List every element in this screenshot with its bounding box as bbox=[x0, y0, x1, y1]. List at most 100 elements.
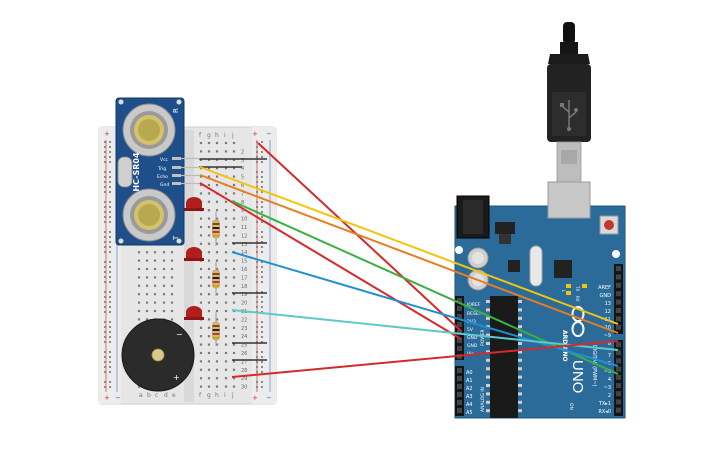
rail-hole bbox=[261, 321, 263, 323]
analog-label-a5: A5 bbox=[466, 410, 473, 416]
rail-hole bbox=[109, 276, 111, 278]
breadboard-hole bbox=[162, 259, 166, 262]
breadboard-hole bbox=[153, 259, 157, 262]
breadboard-hole bbox=[207, 326, 211, 329]
rail-hole bbox=[256, 341, 258, 343]
breadboard-hole bbox=[207, 284, 211, 287]
header-pin[interactable] bbox=[616, 308, 621, 313]
row-number: 5 bbox=[241, 175, 244, 181]
breadboard-hole bbox=[199, 276, 203, 279]
digital-label-7: 7 bbox=[608, 353, 611, 359]
rail-hole bbox=[256, 206, 258, 208]
breadboard-hole bbox=[207, 251, 211, 254]
breadboard-hole bbox=[170, 293, 174, 296]
header-pin[interactable] bbox=[457, 346, 462, 351]
power-label-gnd1: GND bbox=[467, 335, 478, 341]
header-pin[interactable] bbox=[616, 358, 621, 364]
rail-hole bbox=[104, 181, 106, 183]
breadboard-hole bbox=[224, 225, 228, 229]
header-pin[interactable] bbox=[457, 314, 462, 319]
header-pin[interactable] bbox=[457, 368, 462, 373]
breadboard-hole bbox=[145, 301, 149, 304]
breadboard-hole bbox=[170, 267, 174, 271]
rail-hole bbox=[104, 366, 106, 368]
rail-hole bbox=[104, 266, 106, 268]
rail-hole bbox=[109, 156, 111, 158]
header-pin[interactable] bbox=[457, 298, 462, 303]
power-label-gnd2: GND bbox=[467, 343, 478, 349]
breadboard-hole bbox=[162, 276, 166, 279]
breadboard-hole bbox=[153, 301, 157, 304]
header-pin[interactable] bbox=[616, 383, 621, 388]
chip-pin bbox=[518, 300, 522, 303]
header-pin[interactable] bbox=[616, 299, 621, 305]
breadboard-hole bbox=[207, 293, 211, 296]
breadboard-hole bbox=[170, 309, 174, 313]
digital-label-0: RX◂0 bbox=[598, 409, 611, 415]
header-pin[interactable] bbox=[457, 400, 462, 405]
usb-cable-cord bbox=[563, 22, 575, 44]
breadboard-hole bbox=[224, 259, 228, 262]
rail-hole bbox=[104, 246, 106, 248]
breadboard-hole bbox=[224, 326, 228, 329]
header-pin[interactable] bbox=[457, 384, 462, 389]
rail-hole bbox=[261, 176, 263, 178]
rail-hole bbox=[104, 221, 106, 223]
header-pin[interactable] bbox=[457, 322, 462, 327]
atmega-chip bbox=[490, 296, 518, 418]
header-pin[interactable] bbox=[616, 316, 621, 322]
header-pin[interactable] bbox=[457, 408, 462, 413]
rail-hole bbox=[256, 331, 258, 333]
breadboard-hole bbox=[170, 318, 174, 321]
header-pin[interactable] bbox=[616, 350, 621, 356]
breadboard-hole bbox=[207, 225, 211, 229]
breadboard-hole bbox=[224, 293, 228, 296]
breadboard-hole bbox=[207, 167, 211, 170]
rail-hole bbox=[109, 341, 111, 343]
row-number: 14 bbox=[241, 250, 247, 256]
rail-hole bbox=[109, 261, 111, 263]
header-pin[interactable] bbox=[616, 391, 621, 397]
header-pin[interactable] bbox=[616, 324, 621, 330]
sensor-pin-trig: Trig bbox=[157, 166, 166, 172]
header-pin[interactable] bbox=[457, 338, 462, 343]
rail-hole bbox=[109, 151, 111, 153]
reset-button[interactable] bbox=[604, 220, 614, 230]
rail-hole bbox=[104, 241, 106, 243]
col-letter-i-bottom: i bbox=[224, 392, 226, 399]
header-pin[interactable] bbox=[616, 407, 621, 413]
header-pin[interactable] bbox=[616, 366, 621, 372]
rail-hole bbox=[261, 216, 263, 218]
breadboard-hole bbox=[207, 301, 211, 304]
rail-hole bbox=[261, 191, 263, 193]
col-letter-h: h bbox=[215, 132, 219, 139]
header-pin[interactable] bbox=[457, 392, 462, 397]
header-pin[interactable] bbox=[457, 306, 462, 311]
breadboard-hole bbox=[199, 267, 203, 271]
header-pin[interactable] bbox=[616, 399, 621, 405]
breadboard-hole bbox=[207, 200, 211, 203]
breadboard-hole bbox=[199, 335, 203, 338]
connection-wires bbox=[199, 142, 619, 378]
header-pin[interactable] bbox=[616, 342, 621, 347]
rail-hole bbox=[256, 336, 258, 338]
sensor-pins: Vcc Trig Echo Gnd bbox=[157, 157, 200, 188]
rail-hole bbox=[261, 161, 263, 163]
rail-hole bbox=[109, 231, 111, 233]
rail-hole bbox=[104, 291, 106, 293]
rail-hole bbox=[261, 186, 263, 188]
header-pin[interactable] bbox=[616, 291, 621, 297]
header-pin[interactable] bbox=[616, 374, 621, 380]
header-pin[interactable] bbox=[457, 330, 462, 335]
rail-hole bbox=[256, 161, 258, 163]
breadboard-hole bbox=[207, 158, 211, 161]
chip-pin bbox=[518, 367, 522, 371]
header-pin[interactable] bbox=[616, 266, 621, 271]
small-chip bbox=[508, 260, 520, 272]
header-pin[interactable] bbox=[457, 376, 462, 381]
rail-hole bbox=[256, 191, 258, 193]
header-pin[interactable] bbox=[616, 274, 621, 280]
rail-hole bbox=[109, 356, 111, 358]
header-pin[interactable] bbox=[616, 282, 621, 288]
rail-hole bbox=[256, 306, 258, 308]
